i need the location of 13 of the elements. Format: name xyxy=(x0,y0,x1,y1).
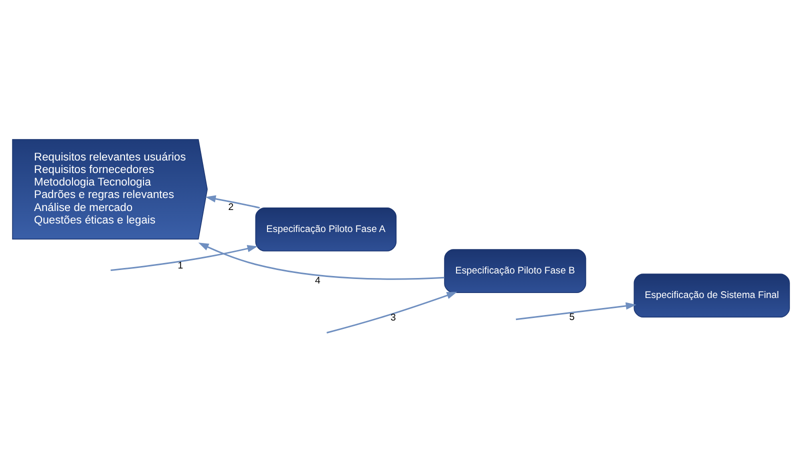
node-box: Especificação Piloto Fase B xyxy=(444,249,586,293)
arrow xyxy=(198,242,444,280)
edge-label: 5 xyxy=(569,312,575,323)
edge-label: 4 xyxy=(315,275,320,286)
arrow xyxy=(110,245,258,272)
edge-label: 2 xyxy=(228,202,234,214)
edge-label: 1 xyxy=(178,260,184,272)
arrow xyxy=(205,195,260,209)
arrow xyxy=(326,292,458,334)
edge-label: 3 xyxy=(390,312,396,324)
node-box: Especificação de Sistema Final xyxy=(634,274,790,318)
arrow xyxy=(516,302,636,320)
node-box: Especificação Piloto Fase A xyxy=(255,207,397,252)
